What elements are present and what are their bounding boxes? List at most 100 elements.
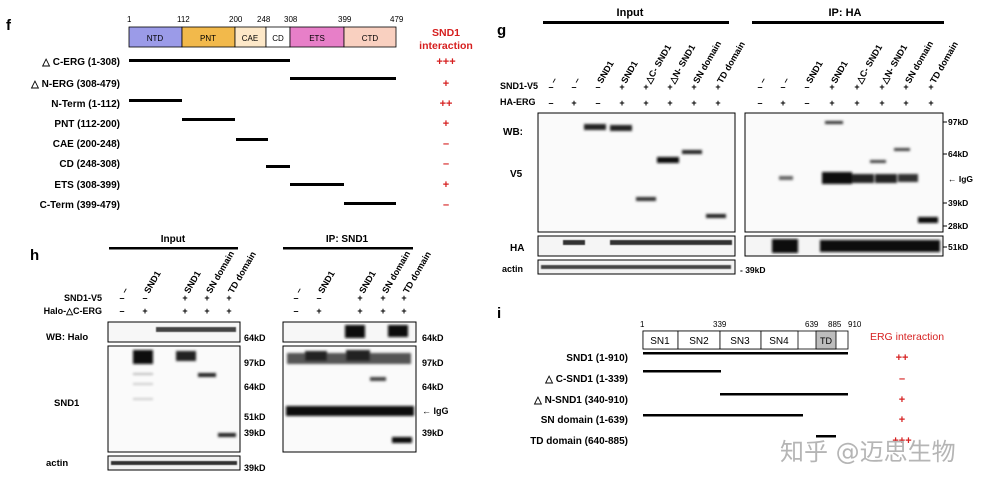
- mw-marker: 97kD: [948, 117, 968, 127]
- lane-sign: +: [643, 82, 648, 92]
- band: [875, 174, 897, 183]
- mw-marker: - 39kD: [740, 265, 766, 275]
- lane-label: SND1: [142, 269, 163, 295]
- lane-sign: +: [226, 293, 231, 303]
- mw-marker: 64kD: [422, 333, 444, 343]
- domain-label: SN2: [689, 336, 709, 347]
- domain-label: NTD: [147, 34, 164, 43]
- lane-label: SND1: [182, 269, 203, 295]
- interaction-score: +: [443, 118, 449, 130]
- construct-label: △ N-ERG (308-479): [30, 79, 120, 90]
- interaction-score: +++: [436, 56, 455, 68]
- band: [345, 325, 365, 338]
- lane-label: –: [293, 286, 304, 295]
- pos-label: 248: [257, 15, 271, 24]
- mw-marker: 39kD: [948, 198, 968, 208]
- mw-marker: 64kD: [244, 333, 266, 343]
- interaction-score: +: [443, 78, 449, 90]
- construct-label: C-Term (399-479): [40, 200, 120, 211]
- domain-ctd: [343, 26, 397, 48]
- lane-label: SND1: [357, 269, 378, 295]
- lane-sign: +: [619, 98, 624, 108]
- band: [370, 377, 386, 381]
- band: [346, 350, 370, 361]
- lane-sign: –: [804, 98, 809, 108]
- row-snd1-v5-signs: ––+++––+++: [119, 293, 406, 303]
- band: [198, 373, 216, 377]
- band: [898, 174, 918, 182]
- bands-input-snd1: [133, 350, 236, 437]
- lane-sign: –: [293, 306, 298, 316]
- pos-label: 1: [640, 320, 645, 329]
- ha-label: HA: [510, 243, 524, 254]
- lane-sign: –: [757, 98, 762, 108]
- interaction-score: +: [443, 179, 449, 191]
- pos-label: 639: [805, 320, 819, 329]
- mw-marker: 64kD: [244, 382, 266, 392]
- lane-sign: +: [316, 306, 321, 316]
- lane-sign: –: [142, 293, 147, 303]
- lane-sign: +: [667, 82, 672, 92]
- lane-sign: –: [804, 82, 809, 92]
- lane-sign: +: [380, 293, 385, 303]
- lane-sign: –: [548, 82, 553, 92]
- construct-bar: [182, 118, 235, 121]
- panel-f-rows: △ C-ERG (1-308) △ N-ERG (308-479) N-Term…: [30, 56, 455, 211]
- domain-label: ETS: [309, 34, 325, 43]
- domain-label: SN3: [730, 336, 750, 347]
- lane-sign: +: [401, 293, 406, 303]
- lane-sign: +: [879, 82, 884, 92]
- title-line: [283, 247, 413, 250]
- panel-h-markers: 64kD 97kD 64kD 51kD 39kD 64kD 97kD 64kD …: [244, 333, 449, 473]
- construct-label: △ C-ERG (1-308): [41, 57, 120, 68]
- lane-sign: +: [142, 306, 147, 316]
- band: [388, 325, 408, 337]
- band: [820, 240, 940, 252]
- pos-label: 308: [284, 15, 298, 24]
- lane-sign: –: [595, 82, 600, 92]
- lane-sign: +: [357, 306, 362, 316]
- lane-sign: –: [571, 82, 576, 92]
- erg-interaction-header: ERG interaction: [870, 331, 944, 343]
- lane-sign: +: [829, 82, 834, 92]
- band: [657, 157, 679, 163]
- lane-label: –: [119, 286, 130, 295]
- wb-halo-label: WB: Halo: [46, 332, 88, 343]
- domain-label: SN4: [769, 336, 789, 347]
- lane-sign: +: [829, 98, 834, 108]
- bands-ip-halo: [345, 325, 408, 338]
- lane-sign: –: [595, 98, 600, 108]
- band: [305, 351, 327, 361]
- interaction-score: +++: [892, 435, 911, 447]
- panel-h-letter: h: [30, 247, 39, 264]
- mw-marker: 51kD: [948, 242, 968, 252]
- band: [541, 265, 731, 269]
- panel-i-letter: i: [497, 305, 501, 322]
- title-line: [543, 21, 729, 24]
- pos-label: 112: [177, 15, 190, 24]
- construct-bar: [290, 77, 396, 80]
- lane-sign: –: [293, 293, 298, 303]
- construct-bar: [643, 414, 803, 417]
- lane-sign: +: [667, 98, 672, 108]
- bands-input-ha: [563, 240, 732, 245]
- snd1-domain-bar: SN1 SN2 SN3 SN4 TD: [642, 330, 849, 350]
- interaction-score: ++: [440, 98, 453, 110]
- band: [779, 176, 793, 180]
- band: [772, 239, 798, 253]
- pos-label: 910: [848, 320, 862, 329]
- pos-label: 1: [127, 15, 132, 24]
- pos-label: 200: [229, 15, 243, 24]
- wb-label: WB:: [503, 127, 523, 138]
- lane-sign: +: [854, 98, 859, 108]
- domain-label: SN1: [650, 336, 670, 347]
- lane-sign: +: [715, 98, 720, 108]
- interaction-score: –: [443, 138, 449, 150]
- lane-label: –: [757, 76, 768, 85]
- interaction-header: interaction: [419, 40, 473, 52]
- lane-sign: +: [903, 98, 908, 108]
- lane-sign: –: [757, 82, 762, 92]
- domain-label: CD: [272, 34, 284, 43]
- band: [894, 148, 910, 151]
